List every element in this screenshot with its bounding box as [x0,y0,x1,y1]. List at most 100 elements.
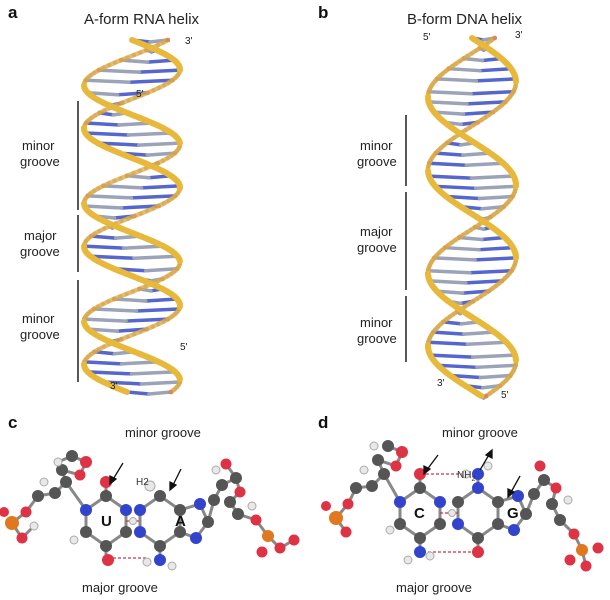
helix-a-base-rung [124,317,170,323]
oxygen-atom [340,526,352,538]
carbon-atom [66,450,78,462]
hydrogen-atom [483,461,493,471]
helix-b-base-rung [444,194,482,201]
carbon-atom [546,498,558,510]
oxygen-atom [74,469,86,481]
panel-d-arrows [423,448,521,499]
panel-b: b B-form DNA helix 5' 3' 3' 5' minor gro… [318,3,523,401]
helix-a-base-rung [85,370,134,376]
nitrogen-atom [452,518,464,530]
hydrogen-atom [142,557,152,567]
carbon-atom [366,480,378,492]
oxygen-atom [534,460,546,472]
carbon-atom [56,464,68,476]
carbon-atom [232,508,244,520]
phosphorus-atom [576,544,588,556]
helix-a-base-rung [143,297,179,303]
oxygen-atom [592,542,604,554]
hydrogen-atom [425,551,435,561]
helix-b-base-rung [477,194,515,201]
helix-b-strand-2-back [483,391,493,399]
carbon-atom [372,454,384,466]
carbon-atom [216,479,228,491]
helix-a-base-rung [129,370,178,376]
oxygen-atom [288,534,300,546]
phosphorus-atom [262,530,274,542]
carbon-atom [538,474,550,486]
hydrogen-atom-h2 [144,480,156,492]
helix-a-base-rung [145,151,177,157]
groove-label-line1: major [24,228,57,243]
panel-d-minor-groove-label: minor groove [442,425,518,440]
nitrogen-atom [134,504,146,516]
helix-a-base-rung [125,390,151,396]
helix-b-base-rung [469,89,516,96]
ribose-left-bonds [11,454,89,525]
carbon-atom [32,490,44,502]
helix-b-end-bottom-left: 3' [437,378,445,389]
helix-b-base-rung [465,340,509,347]
helix-b-backbone-ribbons [425,35,519,399]
arrow-head [484,448,493,460]
carbon-atom [520,508,532,520]
carbon-atom [174,526,186,538]
helix-b-base-rung [434,151,465,157]
helix-b-base-rung [477,245,515,252]
panel-a-title: A-form RNA helix [84,11,200,28]
helix-a-base-rung [85,194,134,200]
phosphorus-atom [329,511,343,525]
carbon-atom [378,468,390,480]
oxygen-atom [0,507,9,517]
oxygen-atom [102,554,114,566]
oxygen-atom [396,446,408,458]
helix-a-base-rung [137,68,182,74]
helix-a-base-rung [137,141,182,147]
panel-letter-a: a [8,3,18,22]
helix-b-base-rung [427,161,469,168]
helix-a-base-rung [147,390,173,396]
helix-b-base-rung [457,235,484,242]
helix-a-base-rung [83,131,131,137]
hydrogen-atom [69,535,79,545]
carbon-atom [414,532,426,544]
carbon-atom [100,540,112,552]
helix-b-base-rung [464,161,506,168]
hydrogen-atom [29,521,39,531]
hydrogen-atom [53,457,63,467]
oxygen-atom [472,546,484,558]
helix-b-base-rung [426,340,470,347]
nitrogen-atom [394,496,406,508]
helix-b-base-rung [432,256,477,262]
helix-b-base-rung [468,268,514,275]
oxygen-atom [564,554,576,566]
panel-d-atoms [321,440,604,572]
panel-c-arrows [109,462,182,492]
helix-b-base-rung [470,353,517,359]
adenine-six-ring [138,494,182,548]
h2-label: H2 [136,477,149,488]
groove-marker-a-3: minor groove [20,280,79,382]
groove-label-line1: minor [360,315,393,330]
carbon-atom [202,516,214,528]
nitrogen-atom [472,482,484,494]
carbon-atom [154,540,166,552]
nitrogen-atom [512,490,524,502]
oxygen-atom [16,532,28,544]
panel-c-minor-groove-label: minor groove [125,425,201,440]
helix-b-base-rung [432,110,466,116]
guanine-six-ring [456,486,500,540]
helix-a-base-rung [82,360,124,366]
helix-b-end-bottom-right: 5' [501,390,509,401]
helix-a-end-bottom-right: 5' [180,342,188,353]
carbon-atom [492,496,504,508]
helix-a-base-rung [89,234,118,240]
groove-label-line2: groove [20,154,60,169]
oxygen-atom [20,506,32,518]
panel-a: a A-form RNA helix 3' 5' 5' 3' minor gro… [8,3,200,396]
panel-c: c minor groove major groove [0,413,300,595]
helix-b-base-rung [465,100,508,106]
nitrogen-atom [414,546,426,558]
base-letter-a: A [175,513,186,530]
panel-letter-d: d [318,413,328,432]
helix-b-base-rung [443,245,481,252]
